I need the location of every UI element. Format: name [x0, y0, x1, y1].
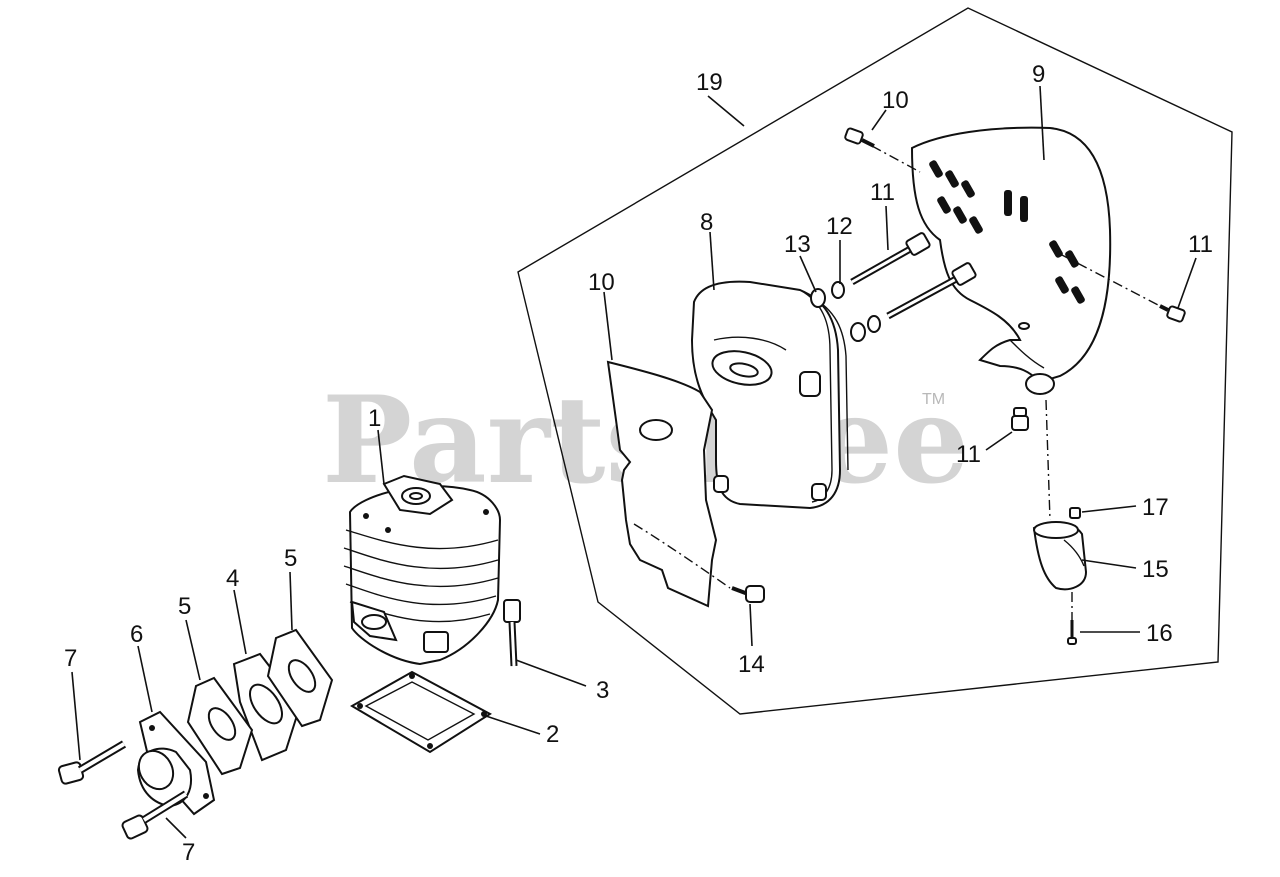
part-7-bolt-upper[interactable] [57, 740, 127, 785]
callout-6: 6 [130, 621, 143, 648]
watermark-trademark: TM [922, 391, 945, 408]
alignment-line-vertical [1045, 399, 1051, 521]
callout-2: 2 [546, 721, 559, 748]
part-5-gasket-lower[interactable] [186, 676, 254, 776]
callout-9: 9 [1032, 61, 1045, 88]
part-12-bolt-upper[interactable] [850, 232, 931, 286]
callout-labels: 19 9 10 11 11 11 12 13 8 10 14 17 15 16 … [64, 61, 1213, 866]
part-15-screw[interactable] [731, 585, 765, 603]
callout-13: 12 [826, 213, 853, 240]
assembly-boundary-19 [517, 7, 1233, 715]
part-11-screw-right[interactable] [1159, 304, 1186, 323]
alignment-line-top [871, 145, 921, 173]
part-7-bolt-lower[interactable] [121, 790, 189, 840]
callout-5-lower: 5 [178, 593, 191, 620]
callout-19: 19 [696, 69, 723, 96]
cover-vent-slots [929, 160, 1085, 304]
part-5-gasket-upper[interactable] [266, 628, 334, 728]
part-4-insulator[interactable] [232, 652, 302, 762]
callout-10: 10 [588, 269, 615, 296]
part-3-bolt[interactable] [503, 599, 521, 667]
callout-16: 15 [1142, 556, 1169, 583]
part-8-muffler[interactable] [690, 280, 849, 510]
callout-11-right: 11 [1188, 231, 1213, 258]
part-1-cylinder[interactable] [343, 474, 502, 666]
part-17-screw[interactable] [1067, 620, 1077, 645]
callout-14: 13 [784, 231, 811, 258]
part-14-flat-washers[interactable] [810, 288, 866, 342]
callout-18: 17 [1142, 494, 1169, 521]
callout-8: 8 [700, 209, 713, 236]
callout-17: 16 [1146, 620, 1173, 647]
leader-lines [71, 85, 1197, 839]
callout-5-upper: 5 [284, 545, 297, 572]
part-12-bolt-lower[interactable] [886, 262, 977, 320]
part-2-base-gasket[interactable] [350, 670, 492, 754]
part-18-nut[interactable] [1069, 507, 1081, 519]
callout-11-bottom: 11 [956, 441, 981, 468]
part-11-screw-top[interactable] [844, 127, 875, 148]
part-13-lock-washers[interactable] [831, 281, 881, 333]
callout-4: 4 [226, 565, 239, 592]
part-16-deflector[interactable] [1032, 521, 1088, 591]
callout-11-top: 10 [882, 87, 909, 114]
part-9-muffler-cover[interactable] [910, 126, 1112, 395]
part-10-heat-shield[interactable] [606, 360, 731, 608]
callout-7-lower: 7 [182, 839, 195, 866]
callout-3: 3 [596, 677, 609, 704]
callout-15: 14 [738, 651, 765, 678]
part-11-screw-bottom[interactable] [1011, 407, 1029, 431]
callout-1: 1 [368, 405, 381, 432]
callout-12: 11 [870, 179, 895, 206]
callout-7-upper: 7 [64, 645, 77, 672]
part-6-intake-flange[interactable] [132, 710, 216, 816]
